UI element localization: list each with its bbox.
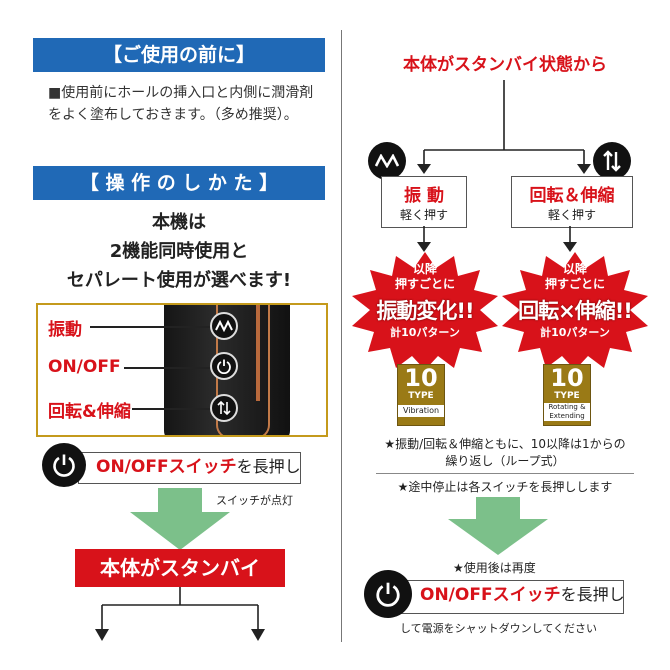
burst-line-1: 以降 [562,262,587,276]
standby-banner: 本体がスタンバイ [75,549,285,587]
standby-label: 本体がスタンバイ [100,556,260,580]
vibration-icon-badge [368,142,406,180]
intro-line-2: 2機能同時使用と [109,241,249,262]
badge-number: 10 [550,364,584,392]
onoff-switch-suffix: を長押し [236,457,301,476]
loop-note-line-2: 繰り返し（ループ式） [445,454,565,468]
rotate-box-sub: 軽く押す [547,208,596,222]
up-down-arrows-icon [603,150,621,172]
note-separator [376,473,634,474]
section-header-operation: 【 操 作 の し か た 】 [33,166,325,200]
device-vibration-button[interactable] [210,312,238,340]
before-use-text: ■使用前にホールの挿入口と内側に潤滑剤をよく塗布しておきます。（多め推奨）。 [48,82,323,126]
leader-line-vibration [90,326,210,328]
rotate-burst-shape [502,252,648,370]
burst-count: 計10パターン [390,326,460,339]
badge-number: 10 [404,364,438,392]
rotate-burst-main: 回転×伸縮!! [518,299,633,323]
leader-line-onoff [124,367,210,369]
rotate-press-box: 回転＆伸縮 軽く押す [511,176,633,228]
power-icon [376,582,400,607]
power-button-left[interactable] [42,443,86,487]
vibration-box-title: 振 動 [404,186,444,206]
power-icon [217,359,231,374]
label-onoff: ON/OFF [48,357,121,377]
before-use-body: ■使用前にホールの挿入口と内側に潤滑剤をよく塗布しておきます。（多め推奨）。 [48,85,314,123]
device-rotate-button[interactable] [210,394,238,422]
label-vibration: 振動 [48,320,82,340]
section-header-before-use: 【ご使用の前に】 [33,38,325,72]
intro-text: 本機は 2機能同時使用と セパレート使用が選べます! [33,208,325,295]
power-button-right[interactable] [364,570,412,618]
burst-line-2: 押すごとに [544,277,605,291]
rotate-icon-badge [593,142,631,180]
wave-icon [215,320,233,332]
arrows-to-bursts [417,226,577,252]
vibration-box-sub: 軽く押す [399,208,448,222]
wave-icon [375,154,399,168]
burst-count: 計10パターン [540,326,610,339]
device-diagram: 振動 ON/OFF 回転&伸縮 [36,303,328,437]
onoff-longpress-text-left: ON/OFFスイッチを長押し [96,456,301,478]
device-copper-trim-inner [256,305,260,401]
vibration-burst-shape [352,252,498,370]
intro-line-1: 本機は [152,212,206,233]
burst-line-2: 押すごとに [394,277,455,291]
onoff-longpress-box-right [392,580,624,614]
burst-line-1: 以降 [412,262,437,276]
label-rotate: 回転&伸縮 [48,402,131,422]
badge-label-block: Rotating & Extending [544,403,590,421]
standby-branch-lines [95,587,265,641]
green-down-arrow-left [130,488,230,550]
badge-type: TYPE [554,391,580,401]
onoff-longpress-box-left [78,452,301,484]
power-icon [53,454,75,477]
after-use-note: ★使用後は再度 [453,561,536,575]
loop-note: ★振動/回転＆伸縮ともに、10以降は1からの 繰り返し（ループ式） [360,436,650,470]
badge-type: TYPE [408,391,434,401]
switch-lights-note: スイッチが点灯 [216,494,293,507]
right-top-label: 本体がスタンバイ状態から [403,55,607,75]
vibration-burst-text: 以降 押すごとに 振動変化!! 計10パターン [350,262,500,340]
intro-line-3: セパレート使用が選べます! [66,270,292,291]
rotate-10type-badge: 10 TYPE Rotating & Extending [543,364,591,426]
leader-line-rotate [132,408,210,410]
stop-note: ★途中停止は各スイッチを長押しします [397,480,613,494]
device-power-button[interactable] [210,352,238,380]
vibration-10type-badge: 10 TYPE Vibration [397,364,445,426]
green-down-arrow-right [448,497,548,555]
rotate-box-title: 回転＆伸縮 [529,186,615,206]
vibration-press-box: 振 動 軽く押す [381,176,467,228]
onoff-switch-emph: ON/OFFスイッチ [96,457,237,477]
vibration-burst-main: 振動変化!! [376,299,474,323]
onoff-switch-emph: ON/OFFスイッチ [420,585,561,605]
loop-note-line-1: ★振動/回転＆伸縮ともに、10以降は1からの [384,437,626,451]
shutdown-note: して電源をシャットダウンしてください [400,622,598,635]
onoff-switch-suffix: を長押し [560,585,625,604]
onoff-longpress-text-right: ON/OFFスイッチを長押し [420,584,625,606]
badge-label-2: Extending [549,412,585,420]
badge-label: Vibration [398,405,444,417]
right-flow-lines [417,80,591,174]
rotate-burst-text: 以降 押すごとに 回転×伸縮!! 計10パターン [500,262,650,340]
badge-label-1: Rotating & [548,403,586,411]
column-divider [341,30,342,642]
up-down-arrows-icon [217,400,231,416]
